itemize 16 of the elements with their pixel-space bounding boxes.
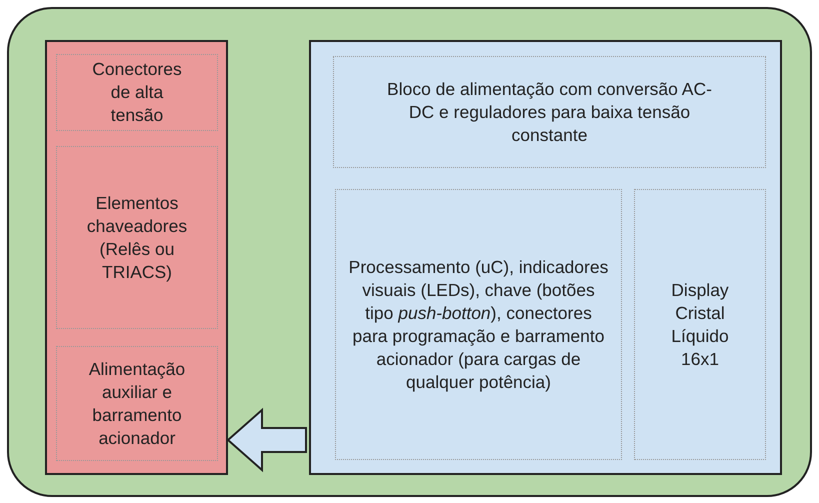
block-text: Processamento (uC), indicadores visuais (LEDs), chave (botões tipo push-botton), conectores para programação e barramento acionador (para cargas de qualquer potência) xyxy=(348,256,609,394)
block-text: Elementos chaveadores (Relês ou TRIACS) xyxy=(86,192,188,284)
block-text: Conectores de alta tensão xyxy=(91,58,183,127)
block-arrow xyxy=(226,408,307,472)
dotted-block xyxy=(56,346,218,461)
dotted-block xyxy=(56,54,218,131)
module-panel xyxy=(45,40,228,475)
module-panel xyxy=(309,40,782,475)
dotted-block xyxy=(335,189,622,460)
dotted-block xyxy=(634,189,766,460)
dotted-block xyxy=(56,146,218,329)
block-text: Alimentação auxiliar e barramento acionador xyxy=(88,358,186,450)
block-text: Display Cristal Líquido 16x1 xyxy=(670,278,730,370)
block-text: Bloco de alimentação com conversão AC-DC e reguladores para baixa tensão constante xyxy=(386,78,713,146)
dotted-block xyxy=(333,56,766,168)
outer-rounded-panel xyxy=(7,7,812,497)
